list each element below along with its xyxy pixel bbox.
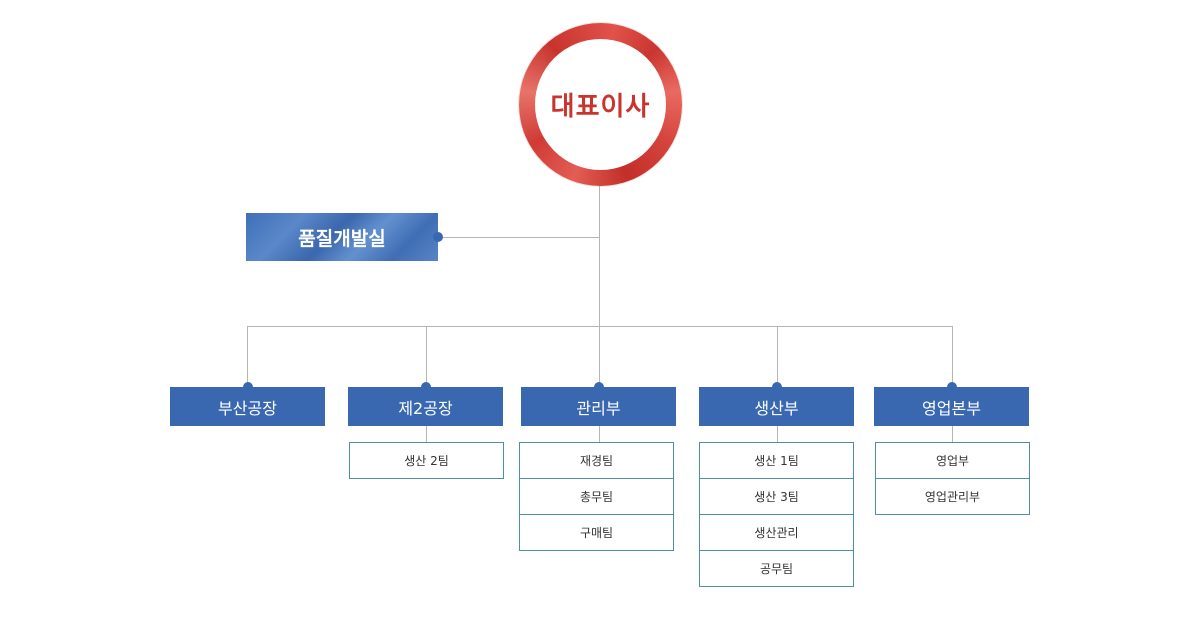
dept-connector-dot	[772, 382, 782, 392]
team-item: 생산 2팀	[349, 442, 504, 479]
team-item: 재경팀	[519, 442, 674, 479]
dept-drop-line	[952, 326, 953, 387]
dept-production: 생산부	[699, 387, 854, 426]
dept-sales-hq: 영업본부	[874, 387, 1029, 426]
dept-label: 제2공장	[398, 398, 453, 418]
dept-drop-line	[777, 326, 778, 387]
dept-busan-factory: 부산공장	[170, 387, 325, 426]
team-item: 생산 1팀	[699, 442, 854, 479]
team-drop-line	[599, 426, 600, 442]
dept-management: 관리부	[521, 387, 676, 426]
dept-connector-dot	[947, 382, 957, 392]
dept-drop-line	[247, 326, 248, 387]
ceo-label: 대표이사	[550, 92, 651, 122]
dept-label: 생산부	[754, 398, 799, 418]
team-drop-line	[426, 426, 427, 442]
team-item: 공무팀	[699, 550, 854, 587]
qa-branch-line	[438, 237, 599, 238]
ceo-node-inner: 대표이사	[535, 39, 666, 170]
team-list-management: 재경팀 총무팀 구매팀	[519, 442, 674, 551]
ceo-node: 대표이사	[519, 23, 682, 186]
dept-connector-dot	[594, 382, 604, 392]
dept-drop-line	[599, 326, 600, 387]
dept-second-factory: 제2공장	[348, 387, 503, 426]
qa-label: 품질개발실	[298, 227, 386, 250]
ceo-trunk-line	[599, 186, 600, 327]
team-item: 총무팀	[519, 478, 674, 515]
team-item: 구매팀	[519, 514, 674, 551]
team-list-production: 생산 1팀 생산 3팀 생산관리 공무팀	[699, 442, 854, 587]
team-list-second-factory: 생산 2팀	[349, 442, 504, 479]
dept-drop-line	[426, 326, 427, 387]
dept-bus-line	[247, 326, 953, 327]
team-item: 생산관리	[699, 514, 854, 551]
dept-connector-dot	[243, 382, 253, 392]
dept-label: 부산공장	[218, 398, 277, 418]
team-list-sales-hq: 영업부 영업관리부	[875, 442, 1030, 515]
qa-node: 품질개발실	[246, 213, 438, 261]
dept-label: 관리부	[576, 398, 621, 418]
team-item: 생산 3팀	[699, 478, 854, 515]
team-item: 영업관리부	[875, 478, 1030, 515]
team-item: 영업부	[875, 442, 1030, 479]
dept-label: 영업본부	[922, 398, 981, 418]
team-drop-line	[777, 426, 778, 442]
qa-connector-dot	[433, 232, 443, 242]
team-drop-line	[952, 426, 953, 442]
dept-connector-dot	[421, 382, 431, 392]
